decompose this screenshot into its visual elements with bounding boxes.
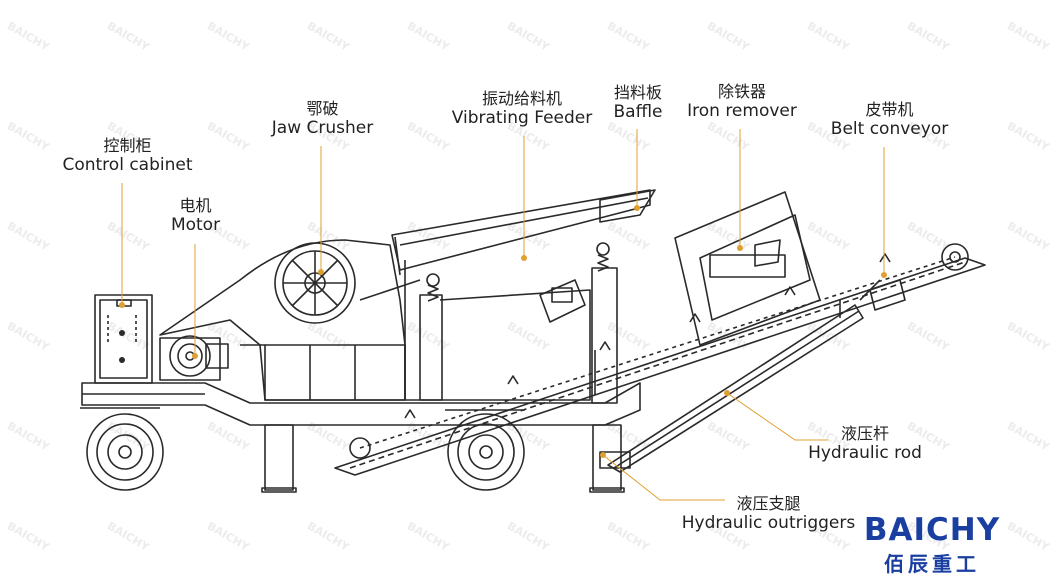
label-control-cabinet-en: Control cabinet	[62, 155, 193, 176]
control-cabinet	[94, 294, 153, 384]
label-hydraulic-rod: 液压杆 Hydraulic rod	[800, 424, 930, 464]
brand-logo: BAICHY 佰辰重工	[862, 515, 1002, 577]
label-belt-conveyor-en: Belt conveyor	[830, 119, 949, 140]
brand-logo-text: BAICHY	[863, 512, 1001, 548]
vibrating-feeder	[391, 189, 651, 323]
label-baffle: 挡料板 Baffle	[605, 83, 671, 123]
iron-remover	[674, 191, 821, 346]
brand-subtitle: 佰辰重工	[884, 552, 980, 576]
label-vibrating-feeder-cn: 振动给料机	[481, 89, 562, 108]
conveyor-struts	[594, 279, 906, 395]
label-hydraulic-rod-en: Hydraulic rod	[808, 443, 922, 464]
label-jaw-crusher: 鄂破 Jaw Crusher	[260, 99, 385, 139]
leader-lines	[121, 129, 885, 501]
hydraulic-rod	[599, 304, 864, 473]
wheel-right	[447, 413, 525, 491]
label-jaw-crusher-en: Jaw Crusher	[271, 118, 374, 139]
label-iron-remover: 除铁器 Iron remover	[681, 82, 803, 122]
label-belt-conveyor-cn: 皮带机	[865, 100, 914, 119]
label-vibrating-feeder: 振动给料机 Vibrating Feeder	[447, 89, 597, 129]
label-hydraulic-outriggers-en: Hydraulic outriggers	[681, 513, 856, 534]
label-baffle-cn: 挡料板	[613, 83, 662, 102]
label-motor-en: Motor	[170, 215, 221, 236]
label-motor-cn: 电机	[179, 196, 212, 215]
lower-conveyor	[334, 243, 986, 476]
label-belt-conveyor: 皮带机 Belt conveyor	[822, 100, 957, 140]
feeder-body	[359, 260, 618, 404]
label-baffle-en: Baffle	[613, 102, 663, 123]
jaw-crusher	[159, 239, 406, 401]
label-motor: 电机 Motor	[158, 196, 233, 236]
label-hydraulic-outriggers-cn: 液压支腿	[736, 494, 801, 513]
label-control-cabinet-cn: 控制柜	[103, 136, 152, 155]
label-iron-remover-en: Iron remover	[687, 101, 797, 122]
label-hydraulic-rod-cn: 液压杆	[840, 424, 889, 443]
motor	[159, 335, 229, 381]
label-jaw-crusher-cn: 鄂破	[306, 99, 339, 118]
label-hydraulic-outriggers: 液压支腿 Hydraulic outriggers	[676, 494, 861, 534]
leader-dots	[119, 205, 887, 458]
wheel-left	[86, 413, 164, 491]
label-vibrating-feeder-en: Vibrating Feeder	[451, 108, 593, 129]
label-control-cabinet: 控制柜 Control cabinet	[55, 136, 200, 176]
conveyor-clamps	[404, 253, 891, 419]
label-iron-remover-cn: 除铁器	[717, 82, 766, 101]
